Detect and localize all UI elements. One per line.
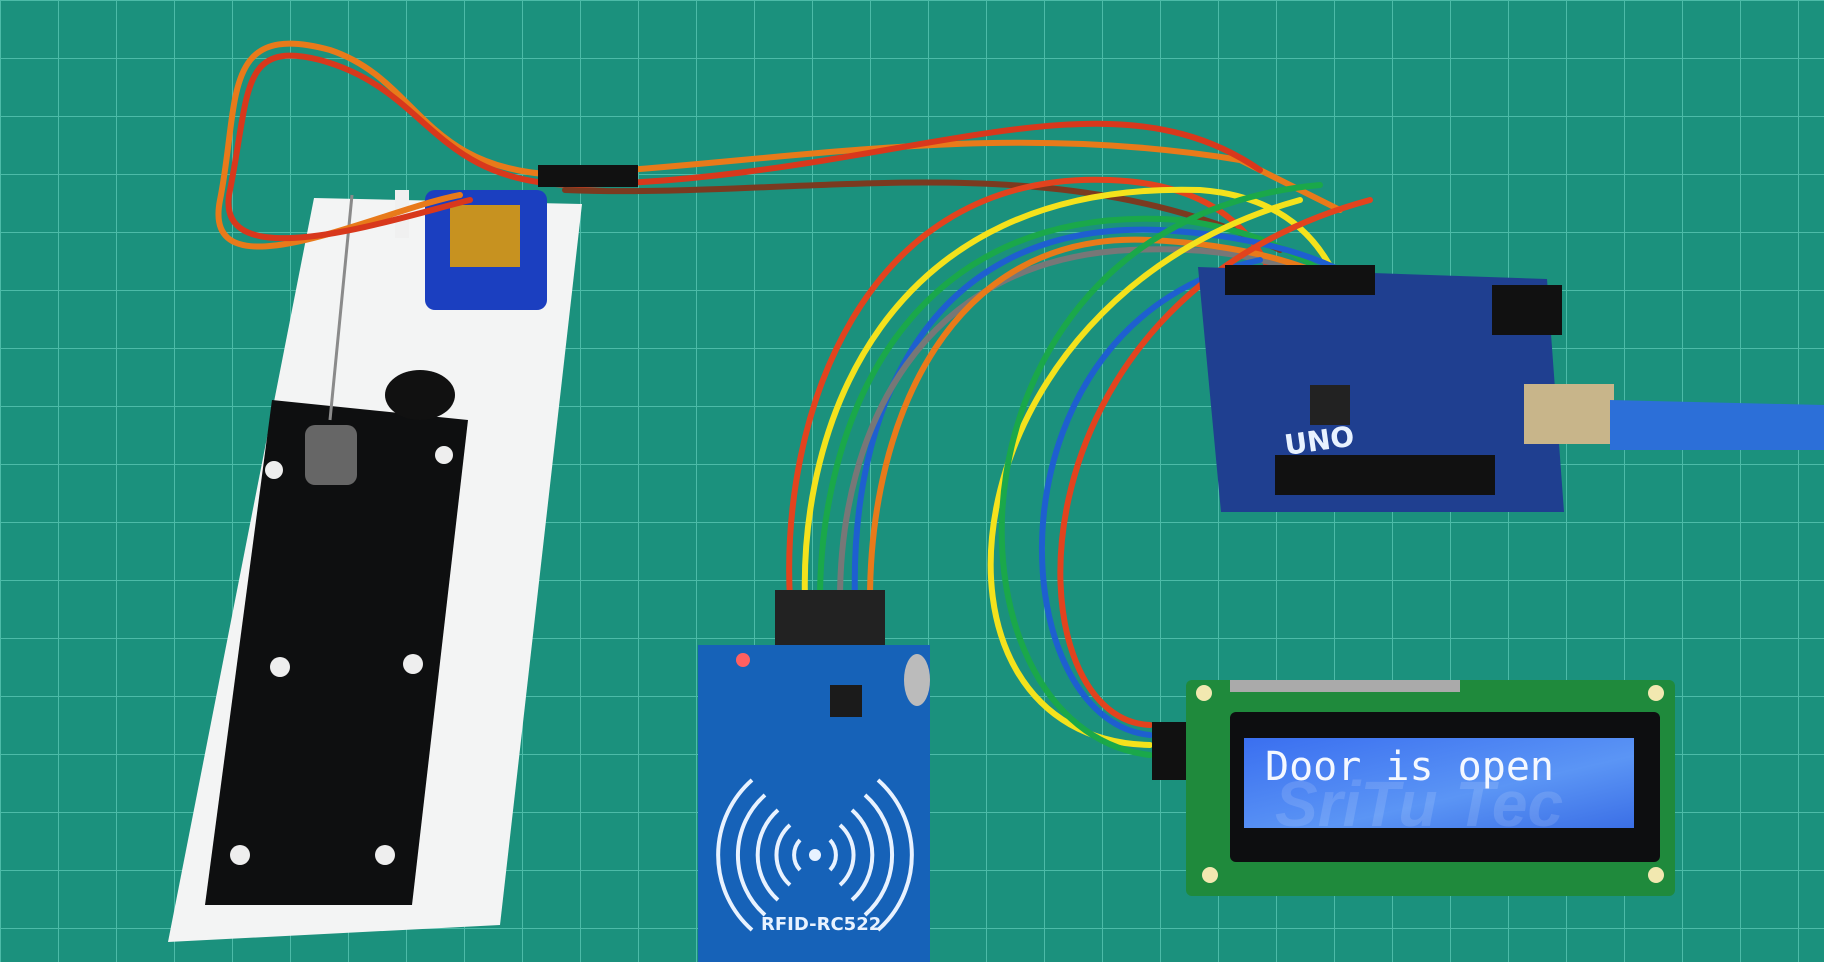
power-jack <box>1492 285 1562 335</box>
arduino-uno-board: UNO <box>1198 265 1824 512</box>
door-latch-board <box>168 194 582 942</box>
usb-port <box>1524 384 1614 444</box>
door-latch <box>205 400 468 905</box>
antenna-icon <box>716 778 914 932</box>
lcd-display: Door is open SriTu Tec <box>1152 680 1675 896</box>
jumper-wires <box>215 40 1453 758</box>
rfid-label: RFID-RC522 <box>761 914 881 935</box>
latch-spring <box>305 425 357 485</box>
servo-motor <box>395 190 547 310</box>
usb-cable <box>1610 400 1824 450</box>
lcd-screen <box>1244 738 1634 828</box>
watermark: SriTu Tec <box>1275 768 1563 840</box>
wire-connector <box>538 165 638 187</box>
lcd-text: Door is open <box>1265 744 1554 790</box>
rfid-module: RFID-RC522 <box>698 590 930 962</box>
